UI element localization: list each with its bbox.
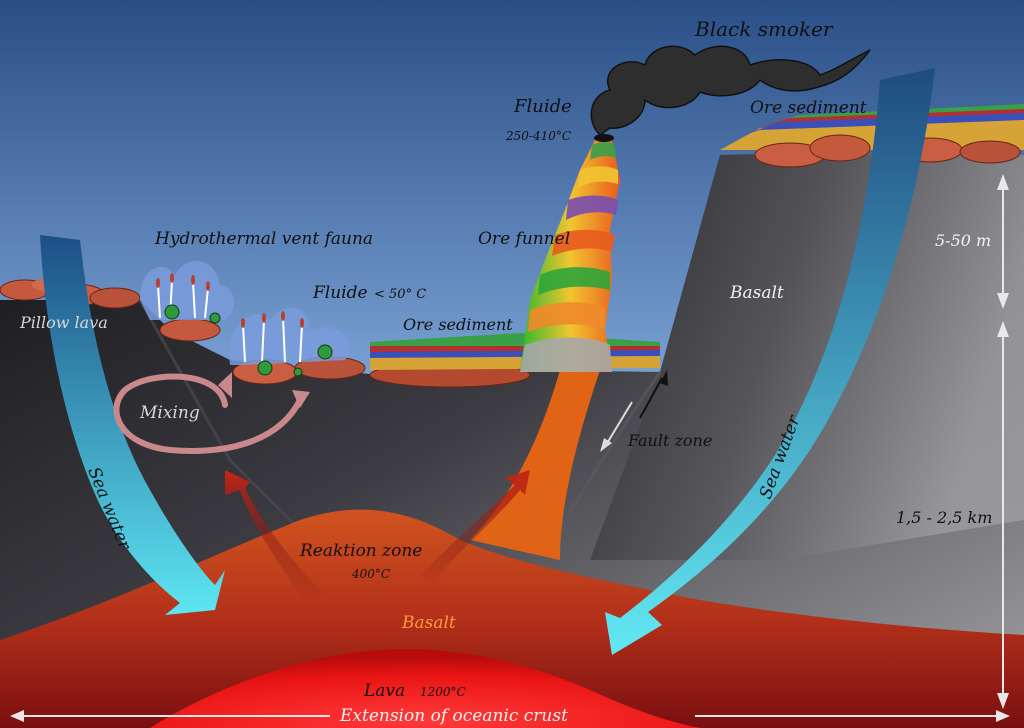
depth-scale	[997, 174, 1009, 709]
label-lava-temp: 1200°C	[420, 685, 466, 699]
label-fluide-cool: Fluide	[312, 283, 368, 303]
sea-water-arrow-left	[40, 235, 225, 615]
basalt-block-right	[590, 150, 1024, 560]
label-pillow-lava: Pillow lava	[19, 313, 108, 332]
fault-zone-arrows	[600, 370, 668, 452]
label-extension: Extension of oceanic crust	[339, 706, 568, 726]
mixing-loop	[113, 373, 303, 454]
label-black-smoker: Black smoker	[694, 17, 834, 41]
label-ore-sediment-mid: Ore sediment	[403, 315, 513, 334]
lava-chamber	[150, 649, 700, 728]
label-lava: Lava	[363, 681, 405, 701]
vent-fauna-cluster-2	[229, 307, 351, 377]
label-basalt-upper: Basalt	[729, 283, 784, 303]
black-smoker-plume	[590, 45, 871, 136]
basalt-lower-layer	[0, 509, 1024, 728]
label-reaction-zone: Reaktion zone	[299, 541, 422, 561]
label-fluide-hot-temp: 250-410°C	[505, 129, 571, 143]
label-reaction-temp: 400°C	[351, 567, 390, 581]
fluid-plume-stem	[470, 370, 600, 560]
mixing-loop-head-2	[218, 372, 232, 398]
upflow-arrow-right	[420, 470, 530, 585]
label-mixing: Mixing	[139, 403, 200, 423]
upflow-arrow-left	[225, 470, 325, 600]
label-basalt-lower: Basalt	[401, 613, 456, 633]
mixing-loop-head	[292, 390, 310, 408]
ore-funnel-chimney	[520, 134, 620, 372]
vent-fauna-cluster-1	[140, 261, 235, 324]
label-depth-shallow: 5-50 m	[935, 231, 991, 250]
label-fault-zone: Fault zone	[627, 431, 712, 450]
label-vent-fauna: Hydrothermal vent fauna	[154, 229, 373, 249]
label-fluide-hot: Fluide	[513, 96, 572, 117]
pillow-lava-mid	[159, 318, 531, 388]
extension-arrows	[10, 710, 1010, 722]
label-ore-sediment-top: Ore sediment	[750, 98, 867, 118]
label-depth-deep: 1,5 - 2,5 km	[896, 508, 992, 527]
label-fluide-cool-temp: < 50° C	[374, 287, 426, 302]
sea-water-arrow-right	[605, 68, 935, 655]
label-ore-funnel: Ore funnel	[478, 229, 570, 249]
